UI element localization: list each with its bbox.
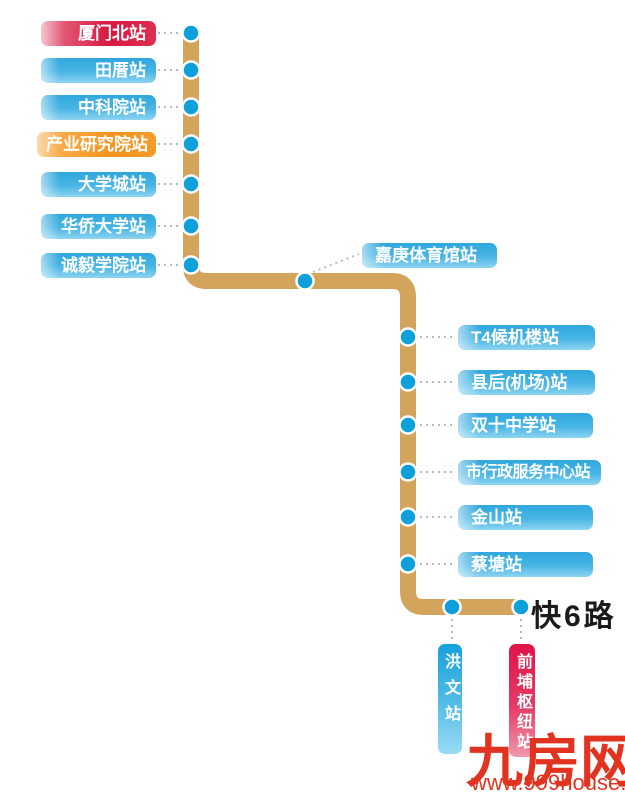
dotted-connectors <box>158 32 522 642</box>
station-dot <box>181 255 201 275</box>
station-dot <box>398 415 418 435</box>
station-label-shuangshi-zhongxue: 双十中学站 <box>458 413 593 438</box>
station-dot <box>181 97 201 117</box>
watermark-url: www.999house.com <box>471 770 625 795</box>
watermark-logo: 九房网 <box>466 730 625 794</box>
station-dot <box>181 23 201 43</box>
station-label-xiamen-north: 厦门北站 <box>41 21 156 46</box>
station-label-daxuecheng: 大学城站 <box>41 172 156 197</box>
station-dot <box>398 507 418 527</box>
station-label-shi-xingzheng-fuwu-zhongxin: 市行政服务中心站 <box>458 460 601 485</box>
station-dot <box>442 597 462 617</box>
station-label-huaqiao-daxue: 华侨大学站 <box>41 214 156 239</box>
station-label-chengyi-xueyuan: 诚毅学院站 <box>41 253 156 278</box>
route-name-label: 快6路 <box>531 600 617 633</box>
station-dot <box>398 327 418 347</box>
route-line <box>183 25 525 615</box>
station-label-zhongkeyuan: 中科院站 <box>41 95 156 120</box>
station-label-jiageng-stadium: 嘉庚体育馆站 <box>362 243 497 268</box>
station-label-chanye-yanjiuyuan: 产业研究院站 <box>37 132 156 157</box>
station-dot <box>398 372 418 392</box>
station-dot <box>295 271 315 291</box>
station-label-caitang: 蔡塘站 <box>458 552 593 577</box>
station-dot <box>398 554 418 574</box>
station-label-tiancuo: 田厝站 <box>41 58 156 83</box>
station-label-qianpu-shuniu: 前埔枢纽站 <box>509 644 535 757</box>
station-dot <box>181 60 201 80</box>
station-label-hongwen: 洪文站 <box>438 644 462 754</box>
station-dots <box>181 23 531 617</box>
station-label-xianhou-airport: 县后(机场)站 <box>458 370 595 395</box>
station-dot <box>511 597 531 617</box>
station-dot <box>181 216 201 236</box>
station-dot <box>181 134 201 154</box>
station-dot <box>398 462 418 482</box>
station-dot <box>181 174 201 194</box>
station-label-jinshan: 金山站 <box>458 505 593 530</box>
dotted-connector <box>312 253 360 273</box>
station-label-t4-terminal: T4候机楼站 <box>458 325 595 350</box>
